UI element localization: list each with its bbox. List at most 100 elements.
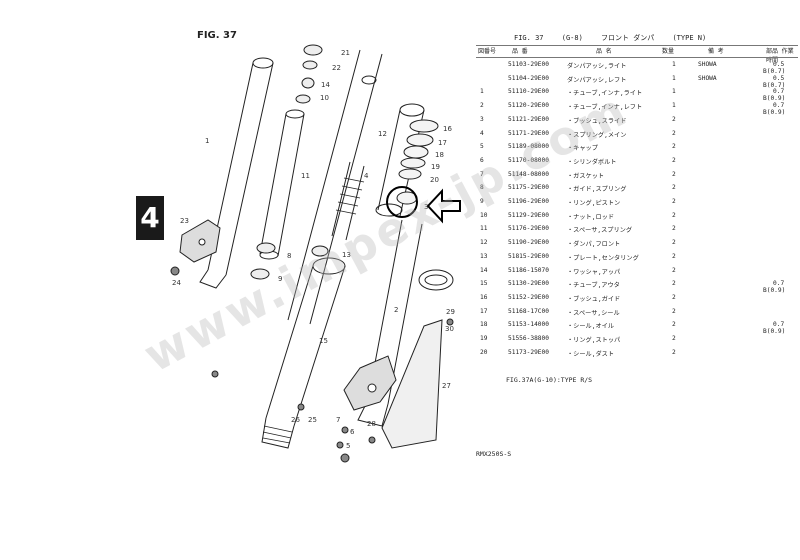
cell-no: 7 bbox=[480, 170, 484, 178]
outer-tube-right bbox=[261, 257, 346, 449]
cell-qty: 2 bbox=[672, 115, 676, 123]
col-name: 品 名 bbox=[596, 48, 612, 55]
cell-qty: 2 bbox=[672, 225, 676, 233]
cell-qty: 1 bbox=[672, 74, 676, 82]
cell-part: 51148-08000 bbox=[508, 170, 549, 178]
cell-part: 51168-17C00 bbox=[508, 307, 549, 315]
cell-qty: 2 bbox=[672, 211, 676, 219]
cell-desc: ・ガイド,スプリング bbox=[567, 186, 627, 194]
cell-qty: 2 bbox=[672, 252, 676, 260]
cell-no: 17 bbox=[480, 307, 488, 315]
col-qty: 数量 bbox=[662, 48, 675, 55]
table-code: (G-8) bbox=[561, 34, 583, 42]
cell-rem: SHOWA bbox=[698, 74, 717, 82]
cell-r1: 0.7 bbox=[773, 88, 785, 96]
exploded-fork-diagram: 1 2 3 4 5 6 7 8 9 10 11 12 13 14 15 16 1… bbox=[170, 44, 461, 463]
cell-desc: ・チューブ,インナ,ライト bbox=[567, 90, 643, 98]
cell-no: 2 bbox=[480, 102, 484, 110]
outer-tube-left bbox=[199, 57, 274, 289]
pointer-arrow bbox=[426, 188, 461, 224]
cell-no: 19 bbox=[480, 335, 488, 342]
callout-8: 8 bbox=[287, 252, 291, 260]
cell-desc: ・キャップ bbox=[567, 145, 598, 153]
cell-no: 12 bbox=[480, 239, 488, 247]
callout-22: 22 bbox=[332, 64, 341, 72]
cell-desc: ・シリンダボルト bbox=[567, 158, 617, 166]
bracket-left bbox=[170, 219, 221, 276]
col-no: 図番号 bbox=[478, 48, 497, 55]
cell-no: 1 bbox=[480, 88, 484, 96]
cell-qty: 2 bbox=[672, 348, 676, 356]
clamp bbox=[418, 269, 454, 291]
table-fig: FIG. 37 bbox=[514, 34, 544, 42]
cell-desc: ・スプリング,メイン bbox=[567, 131, 627, 139]
cell-no: 3 bbox=[480, 115, 484, 123]
cell-qty: 2 bbox=[672, 321, 676, 329]
model-code: RMX250S-S bbox=[476, 450, 512, 458]
col-ref: 部品 作業時間 bbox=[766, 48, 794, 64]
cell-part: 51103-29E00 bbox=[508, 61, 549, 68]
cell-r2: B(0.9) bbox=[763, 95, 786, 103]
callout-19: 19 bbox=[431, 163, 440, 171]
callout-28: 28 bbox=[367, 420, 376, 428]
cell-part: 51110-29E00 bbox=[508, 88, 549, 96]
table-row: 3 51121-29E00 ・ブッシュ,スライド 2 bbox=[476, 116, 798, 129]
cell-part: 51190-29E00 bbox=[508, 239, 549, 247]
cell-no: 11 bbox=[480, 225, 488, 233]
callout-7: 7 bbox=[336, 416, 340, 424]
figure-title: FIG. 37 bbox=[197, 30, 237, 41]
cell-part: 51189-08000 bbox=[508, 143, 549, 151]
callout-20: 20 bbox=[430, 176, 439, 184]
cell-part: 51104-29E00 bbox=[508, 74, 549, 82]
table-rule-top bbox=[476, 45, 798, 46]
cell-qty: 1 bbox=[672, 61, 676, 68]
callout-11: 11 bbox=[301, 172, 310, 180]
cell-desc: ・チューブ,アウタ bbox=[567, 282, 620, 290]
cell-desc: ・ダンパ,フロント bbox=[567, 241, 621, 249]
cell-no: 6 bbox=[480, 156, 484, 164]
table-rule-head bbox=[476, 57, 798, 58]
cell-no: 10 bbox=[480, 211, 488, 219]
table-type: (TYPE N) bbox=[672, 34, 707, 42]
callout-17: 17 bbox=[438, 139, 447, 147]
cell-part: 51130-29E00 bbox=[508, 280, 549, 288]
cell-r2: B(0.7) bbox=[763, 81, 786, 89]
cell-qty: 2 bbox=[672, 335, 676, 342]
cell-qty: 2 bbox=[672, 143, 676, 151]
cell-qty: 1 bbox=[672, 88, 676, 96]
table-name: フロント ダンパ bbox=[601, 34, 655, 42]
cell-qty: 2 bbox=[672, 266, 676, 274]
cell-desc: ・ブッシュ,ガイド bbox=[567, 295, 621, 303]
cell-part: 51152-29E00 bbox=[508, 293, 549, 301]
callout-21: 21 bbox=[341, 49, 350, 57]
cell-no: 15 bbox=[480, 280, 488, 288]
cell-desc: ・ブッシュ,スライド bbox=[567, 117, 627, 125]
fork-guard bbox=[381, 319, 443, 449]
cell-no: 8 bbox=[480, 184, 484, 192]
cell-desc: ・スペーサ,スプリング bbox=[567, 227, 633, 235]
cell-part: 51121-29E00 bbox=[508, 115, 549, 123]
cell-part: 51175-29E00 bbox=[508, 184, 549, 192]
callout-15: 15 bbox=[319, 337, 328, 345]
cell-r1: 0.5 bbox=[773, 74, 785, 82]
cell-desc: ・ナット,ロッド bbox=[567, 213, 615, 221]
cell-qty: 2 bbox=[672, 129, 676, 137]
cell-part: 51153-14000 bbox=[508, 321, 549, 329]
callout-13: 13 bbox=[342, 251, 351, 259]
section-number-badge: 4 bbox=[136, 196, 164, 240]
table-footer-note: FIG.37A(G-10):TYPE R/S bbox=[506, 376, 593, 384]
cell-r1: 0.5 bbox=[773, 61, 785, 68]
cell-desc: ・スペーサ,シール bbox=[567, 309, 620, 317]
